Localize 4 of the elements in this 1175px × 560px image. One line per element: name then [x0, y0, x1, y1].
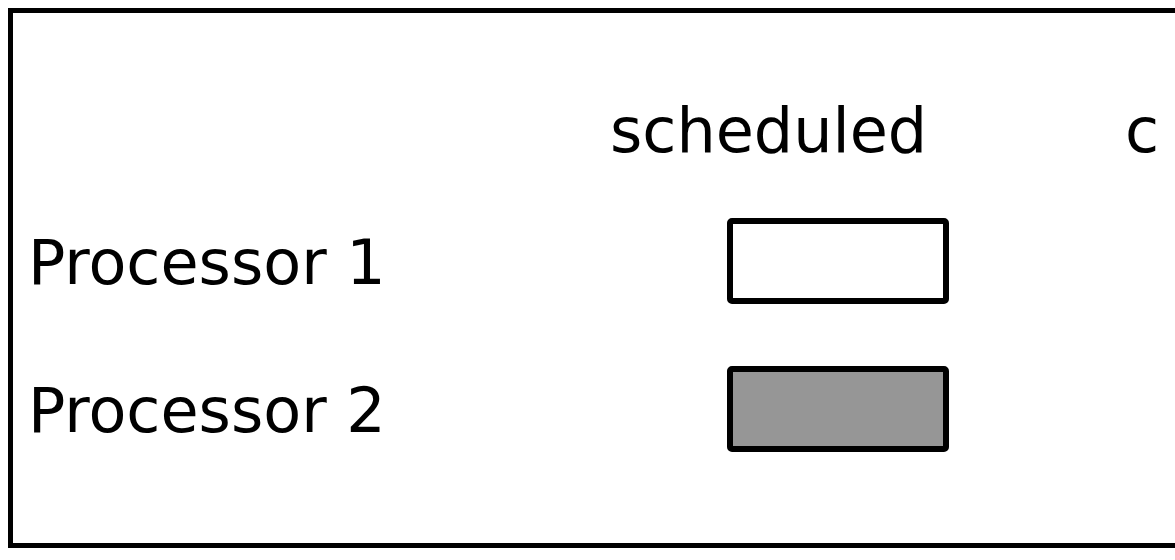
column-heading: c: [1125, 100, 1160, 162]
legend-label: Processor 2: [28, 380, 386, 442]
legend-label: Processor 1: [28, 232, 386, 294]
column-heading: scheduled: [610, 100, 928, 162]
